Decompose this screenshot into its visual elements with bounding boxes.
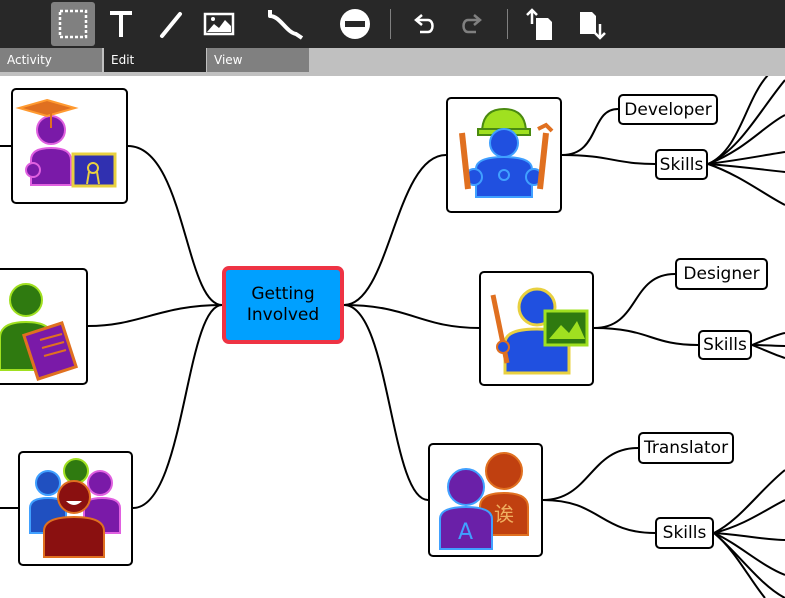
tab-view[interactable]: View xyxy=(207,48,309,72)
text-icon xyxy=(110,11,132,37)
selection-rect-icon xyxy=(58,9,88,39)
translator-skills-node[interactable]: Skills xyxy=(655,517,714,549)
developer-node[interactable]: Developer xyxy=(618,94,718,125)
link-center-developer xyxy=(343,154,447,306)
svg-text:A: A xyxy=(458,520,473,545)
image-icon xyxy=(203,12,235,36)
import-button[interactable] xyxy=(518,2,562,46)
tab-activity[interactable]: Activity xyxy=(0,48,102,72)
developer-tools-icon xyxy=(459,107,554,198)
link-curve-icon xyxy=(268,10,304,40)
developer-image-node[interactable] xyxy=(446,97,562,213)
graduate-image-node[interactable] xyxy=(11,88,128,204)
delete-tool-button[interactable] xyxy=(333,2,377,46)
writer-person-icon xyxy=(0,283,79,381)
community-image-node[interactable] xyxy=(18,451,133,566)
tab-bar: Activity Edit View xyxy=(0,48,785,72)
graduate-person-icon xyxy=(15,98,117,188)
link-center-left-top xyxy=(127,145,223,306)
image-tool-button[interactable] xyxy=(197,2,241,46)
toolbar-separator xyxy=(390,9,391,39)
export-button[interactable] xyxy=(568,2,612,46)
link-tool-button[interactable] xyxy=(264,2,308,46)
redo-button[interactable] xyxy=(450,2,494,46)
svg-text:诶: 诶 xyxy=(494,502,514,526)
redo-icon xyxy=(462,14,482,34)
designer-paint-icon xyxy=(490,287,589,375)
translator-speech-icon: 诶 A xyxy=(439,452,529,550)
link-center-translator xyxy=(343,304,429,501)
export-icon xyxy=(580,12,606,40)
import-icon xyxy=(526,8,552,40)
tab-edit[interactable]: Edit xyxy=(104,48,206,72)
translator-node[interactable]: Translator xyxy=(638,432,734,464)
pencil-icon xyxy=(160,12,182,38)
select-tool-button[interactable] xyxy=(51,2,95,46)
remove-circle-icon xyxy=(340,9,370,39)
undo-button[interactable] xyxy=(402,2,446,46)
text-tool-button[interactable] xyxy=(99,2,143,46)
translator-image-node[interactable]: 诶 A xyxy=(428,443,543,557)
link-center-designer xyxy=(343,304,481,329)
writer-image-node[interactable] xyxy=(0,268,88,385)
pencil-tool-button[interactable] xyxy=(148,2,192,46)
link-center-left-bottom xyxy=(132,304,223,509)
tab-divider xyxy=(0,72,785,76)
designer-skills-node[interactable]: Skills xyxy=(698,330,752,360)
toolbar-separator xyxy=(507,9,508,39)
undo-icon xyxy=(414,14,434,34)
designer-node[interactable]: Designer xyxy=(675,258,768,290)
designer-image-node[interactable] xyxy=(479,271,594,386)
developer-skills-node[interactable]: Skills xyxy=(655,149,708,180)
central-topic-node[interactable]: Getting Involved xyxy=(222,266,344,344)
group-people-icon xyxy=(29,458,121,558)
link-center-left-mid xyxy=(87,304,223,327)
toolbar xyxy=(0,0,785,48)
